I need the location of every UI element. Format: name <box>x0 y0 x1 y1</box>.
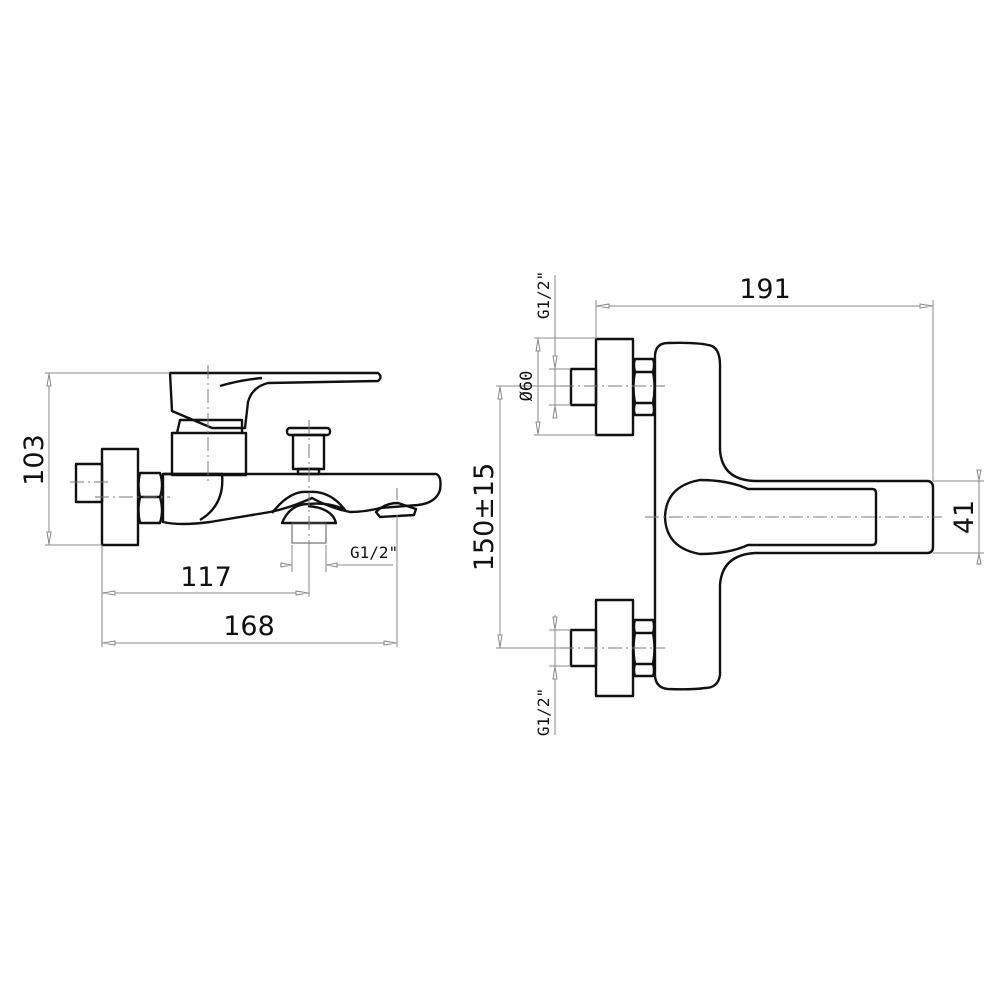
dim-inlet-thread-top: G1/2" <box>534 271 553 319</box>
cartridge-cap <box>175 418 244 434</box>
lever-front[interactable] <box>663 478 878 556</box>
inlet-stub-top <box>569 367 598 407</box>
body-side <box>161 472 442 526</box>
spout-tip <box>374 501 418 519</box>
body-front <box>653 341 935 691</box>
dim-flange-diameter: Ø60 <box>517 371 537 402</box>
dim-height: 103 <box>19 434 50 486</box>
dim-length: 168 <box>223 611 275 642</box>
dim-center-distance: 150±15 <box>469 463 500 572</box>
side-view: 103 G1/2" 117 168 <box>19 365 442 647</box>
outlet-dome <box>271 490 347 525</box>
hex-nut-top <box>632 357 656 417</box>
cartridge-body <box>170 431 248 477</box>
dim-width: 191 <box>739 274 791 305</box>
flange-top <box>594 337 635 437</box>
dim-outlet-distance: 117 <box>180 562 232 593</box>
lever-handle-side <box>168 371 382 430</box>
handle-edge <box>219 376 263 388</box>
dim-outlet-thread: G1/2" <box>350 543 398 562</box>
inlet-stub <box>74 462 104 504</box>
dim-inlet-thread-bottom: G1/2" <box>534 688 553 736</box>
body-curve <box>163 472 224 522</box>
hex-nut-bottom <box>632 618 656 678</box>
hex-nut <box>137 471 164 525</box>
front-view: 191 41 150±15 Ø60 G1/2" G1/2" <box>469 271 984 736</box>
dim-lever-width: 41 <box>949 500 980 534</box>
